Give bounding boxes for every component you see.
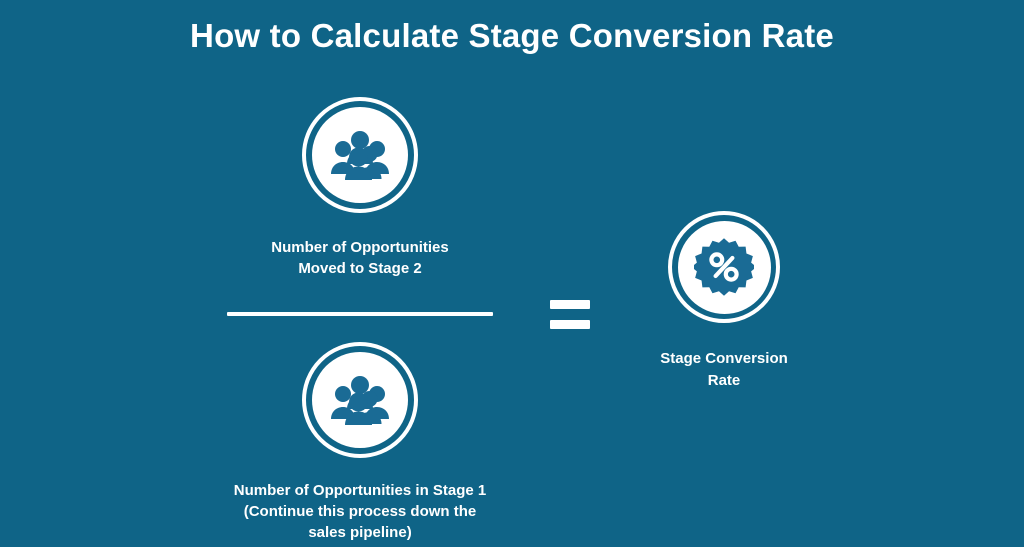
medallion-disc (677, 220, 771, 314)
result-label-line-1: Stage Conversion (660, 350, 788, 367)
equals-bar-top (550, 300, 590, 309)
numerator-label: Number of Opportunities Moved to Stage 2 (160, 237, 560, 279)
denominator-label-line-1: Number of Opportunities in Stage 1 (233, 482, 487, 499)
people-group-icon (329, 130, 391, 180)
page-title: How to Calculate Stage Conversion Rate (190, 17, 834, 54)
numerator-icon-medallion (302, 97, 418, 213)
denominator-label-line-2: (Continue this process down the (243, 503, 477, 520)
denominator-label-line-3: sales pipeline) (308, 524, 412, 541)
result-icon-medallion (668, 211, 780, 323)
equals-sign (550, 300, 590, 329)
result-label-line-2: Rate (707, 372, 741, 389)
equals-bar-bottom (550, 320, 590, 329)
medallion-disc (312, 352, 408, 448)
result-label: Stage Conversion Rate (594, 348, 854, 392)
numerator-label-line-1: Number of Opportunities (271, 239, 449, 256)
medallion-disc (312, 107, 408, 203)
percent-badge-icon (694, 237, 754, 297)
people-group-icon (329, 375, 391, 425)
denominator-label: Number of Opportunities in Stage 1 (Cont… (160, 480, 560, 543)
fraction-bar (227, 312, 493, 316)
denominator-icon-medallion (302, 342, 418, 458)
numerator-label-line-2: Moved to Stage 2 (298, 260, 422, 277)
